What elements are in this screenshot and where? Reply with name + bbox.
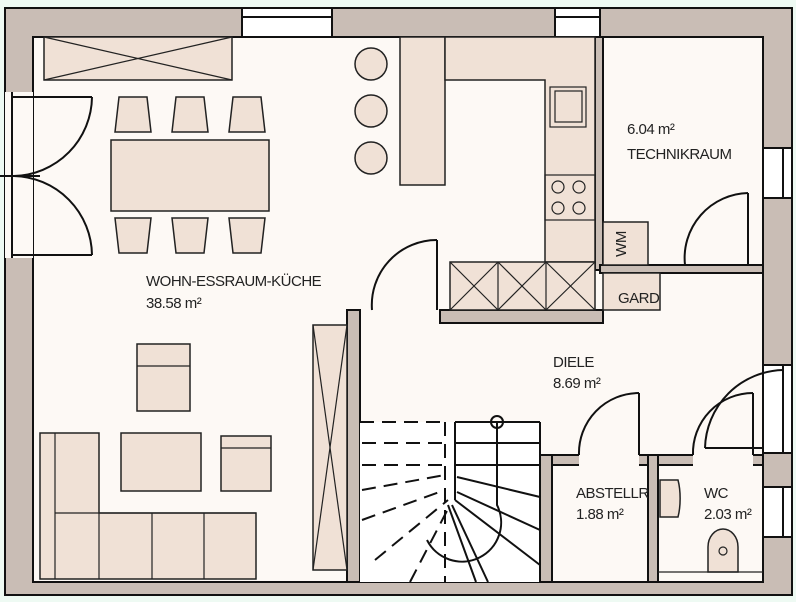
wall-storage-west — [539, 454, 553, 583]
toilet — [707, 528, 739, 573]
room-name-wc: WC — [704, 485, 729, 502]
wall-technik-west — [594, 36, 604, 271]
terrace-door[interactable] — [0, 92, 93, 258]
room-area-wc: 2.03 m² — [704, 506, 752, 523]
window-right-wc — [762, 486, 793, 538]
door-opening-wc — [693, 454, 753, 466]
side-table — [220, 435, 272, 492]
room-name-diele: DIELE — [553, 354, 594, 371]
tall-cabinet — [312, 324, 348, 571]
washbasin — [659, 479, 681, 518]
room-name-living: WOHN-ESSRAUM-KÜCHE — [146, 272, 322, 290]
door-entrance[interactable] — [704, 369, 784, 449]
window-top — [241, 7, 333, 38]
garderobe-label: GARD — [618, 290, 660, 307]
stove-icon — [544, 174, 596, 221]
door-wc[interactable] — [691, 392, 754, 456]
room-area-storage: 1.88 m² — [576, 506, 624, 523]
garderobe — [602, 272, 661, 311]
door-technikraum[interactable] — [683, 192, 749, 266]
room-area-diele: 8.69 m² — [553, 375, 601, 392]
window-right-diele — [762, 364, 793, 454]
washing-machine — [602, 221, 649, 266]
wall-diele-west — [346, 309, 361, 583]
sink-icon — [549, 86, 587, 128]
door-living[interactable] — [370, 238, 438, 311]
armchair — [136, 343, 191, 412]
sofa — [39, 432, 257, 580]
dining-table — [110, 139, 270, 212]
door-opening-storage — [579, 454, 639, 466]
kitchen-lower-cabinets — [449, 261, 596, 311]
bar-stools — [354, 47, 388, 175]
door-storage[interactable] — [577, 392, 640, 456]
room-area-technik: 6.04 m² — [627, 121, 675, 138]
coffee-table — [120, 432, 202, 492]
dining-chairs — [114, 96, 266, 254]
room-name-technik: TECHNIKRAUM — [627, 146, 732, 163]
kitchen-island — [399, 36, 446, 186]
wm-label: WM — [613, 231, 630, 257]
sideboard — [43, 36, 233, 81]
room-name-storage: ABSTELLR — [576, 485, 649, 502]
room-area-living: 38.58 m² — [146, 295, 202, 312]
wall-kitchen-south — [439, 309, 604, 324]
wall-technik-south — [599, 264, 764, 274]
window-right-technik — [762, 147, 793, 199]
wall-storage-wc — [647, 454, 659, 583]
staircase — [360, 415, 541, 583]
window-top-right — [554, 7, 601, 38]
